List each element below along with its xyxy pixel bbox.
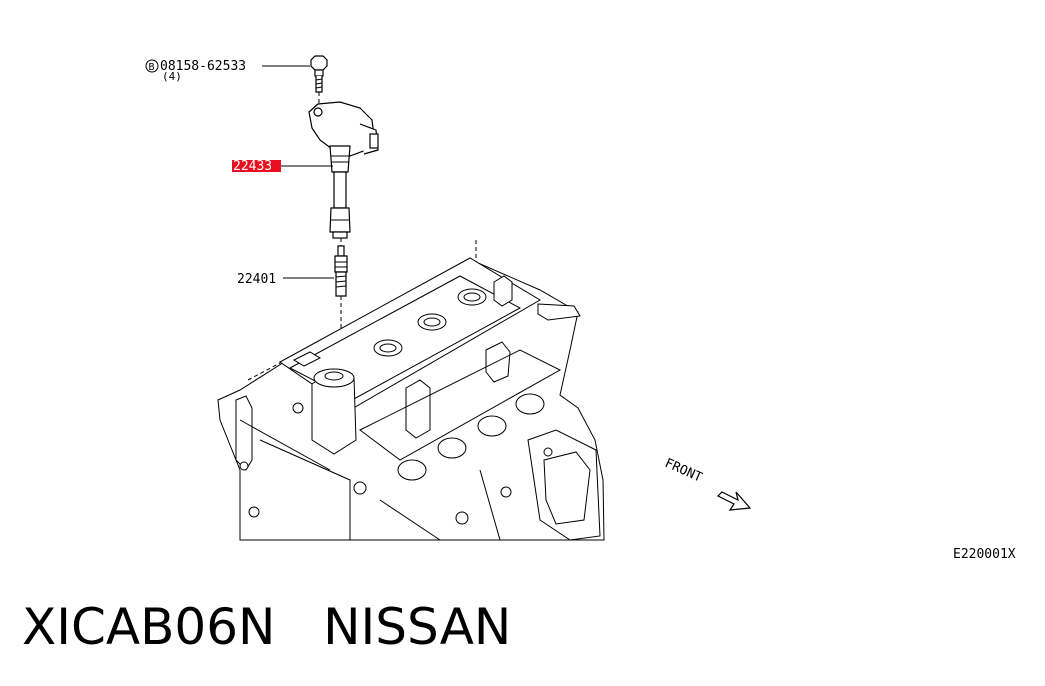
bolt-part <box>310 55 328 104</box>
footer-title: XICAB06N NISSAN <box>22 598 511 656</box>
front-label: FRONT <box>662 456 704 486</box>
engine-cylinder-head <box>217 240 605 541</box>
figure-code: E220001X <box>953 547 1016 562</box>
front-arrow-icon <box>716 491 752 511</box>
bolt-quantity: (4) <box>162 70 182 83</box>
ignition-coil-part <box>308 101 379 239</box>
front-indicator: FRONT <box>662 456 752 511</box>
model-code: XICAB06N <box>22 598 276 656</box>
plug-part-number: 22401 <box>237 272 276 287</box>
plug-callout: 22401 <box>237 272 334 287</box>
coil-part-number[interactable]: 22433 <box>233 159 272 174</box>
bolt-part-number: 08158-62533 <box>160 59 246 74</box>
coil-callout[interactable]: 22433 <box>232 159 333 174</box>
coil-callout-highlight <box>232 160 281 172</box>
bolt-callout: B 08158-62533 (4) <box>145 59 310 83</box>
brand-name: NISSAN <box>323 598 512 656</box>
bolt-symbol-circle <box>145 59 159 73</box>
bolt-symbol-letter: B <box>149 62 155 73</box>
